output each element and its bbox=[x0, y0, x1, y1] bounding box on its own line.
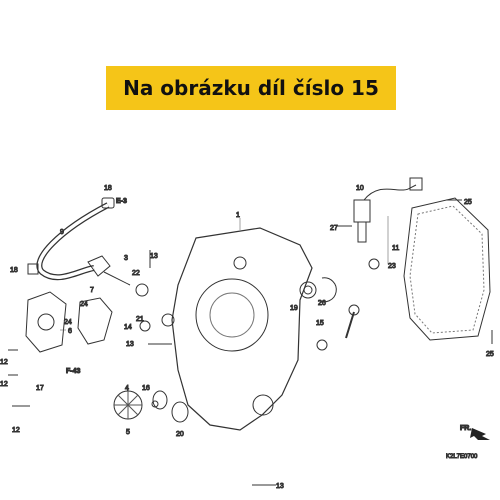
gasket-outline bbox=[403, 197, 491, 341]
part-number-banner: Na obrázku díl číslo 15 bbox=[106, 66, 396, 110]
part-label: 27 bbox=[330, 225, 338, 232]
part-label: 12 bbox=[12, 427, 20, 434]
banner-text: Na obrázku díl číslo 15 bbox=[123, 76, 379, 100]
part-label: 25 bbox=[486, 351, 494, 358]
oil-seal-20 bbox=[171, 401, 189, 423]
diagram-code: K2L7E0700 bbox=[446, 454, 478, 460]
part-label: 25 bbox=[464, 199, 472, 206]
part-label: 3 bbox=[124, 255, 128, 262]
water-pump-housing-port bbox=[37, 313, 55, 331]
part-label: 20 bbox=[176, 431, 184, 438]
sensor-connector bbox=[409, 177, 423, 191]
sensor-probe bbox=[357, 221, 367, 243]
seal-14 bbox=[139, 320, 151, 332]
snap-ring-26 bbox=[317, 277, 337, 303]
part-label: 18 bbox=[10, 267, 18, 274]
part-label: 6 bbox=[68, 328, 72, 335]
part-label: 15 bbox=[316, 320, 324, 327]
o-ring-22 bbox=[135, 283, 149, 297]
water-pump-gasket bbox=[77, 297, 113, 345]
crankcase-cover-bore bbox=[195, 278, 269, 352]
sensor-body bbox=[353, 199, 371, 223]
hose-clamp-left bbox=[27, 263, 39, 275]
part-label: 16 bbox=[142, 385, 150, 392]
part-label: 10 bbox=[356, 185, 364, 192]
part-label: 22 bbox=[132, 270, 140, 277]
o-ring-23 bbox=[368, 258, 380, 270]
part-label: 13 bbox=[276, 483, 284, 490]
hose-clamp-top bbox=[101, 197, 115, 209]
part-label: 13 bbox=[150, 253, 158, 260]
part-label: 23 bbox=[388, 263, 396, 270]
part-label: 17 bbox=[36, 385, 44, 392]
sensor-wire bbox=[363, 184, 417, 201]
part-label: 9 bbox=[60, 229, 64, 236]
part-label: 24 bbox=[80, 301, 88, 308]
part-label: 18 bbox=[104, 185, 112, 192]
part-label: 11 bbox=[392, 245, 399, 252]
crankcase-cover-bore-inner bbox=[209, 292, 255, 338]
water-hose bbox=[36, 202, 110, 281]
front-direction-label: FR. bbox=[460, 425, 471, 432]
part-label: 4 bbox=[125, 385, 129, 392]
water-pump-housing-seat bbox=[252, 394, 274, 416]
part-label: 19 bbox=[290, 305, 298, 312]
water-hose-inner bbox=[37, 203, 109, 279]
part-label: 24 bbox=[64, 319, 72, 326]
water-pump-housing bbox=[25, 291, 67, 353]
crankcase-cover bbox=[171, 227, 313, 431]
mechanical-seal-16 bbox=[152, 390, 168, 410]
impeller-blades bbox=[114, 391, 142, 419]
part-label: 14 bbox=[124, 324, 132, 331]
part-label: 13 bbox=[126, 341, 134, 348]
bearing-19-inner bbox=[303, 285, 313, 295]
part-label: 12 bbox=[0, 359, 8, 366]
reference-tag: E-3 bbox=[116, 198, 127, 205]
part-label: 7 bbox=[90, 287, 94, 294]
part-label: 26 bbox=[318, 300, 326, 307]
part-label: 12 bbox=[0, 381, 8, 388]
water-pump-shaft-gear bbox=[348, 304, 360, 316]
oil-filler-cap-stem bbox=[103, 271, 131, 286]
water-pump-shaft bbox=[345, 311, 355, 339]
oil-filler-hole bbox=[233, 256, 247, 270]
front-direction-arrow bbox=[470, 428, 490, 440]
washer-15 bbox=[316, 339, 328, 351]
oil-filler-cap bbox=[87, 255, 111, 277]
washer-21 bbox=[161, 313, 175, 327]
part-label: 1 bbox=[236, 212, 240, 219]
part-label: 5 bbox=[126, 429, 130, 436]
reference-tag: F-43 bbox=[66, 368, 81, 375]
gasket-inner-outline bbox=[409, 205, 485, 334]
part-label: 21 bbox=[136, 316, 144, 323]
bearing-19 bbox=[299, 281, 317, 299]
